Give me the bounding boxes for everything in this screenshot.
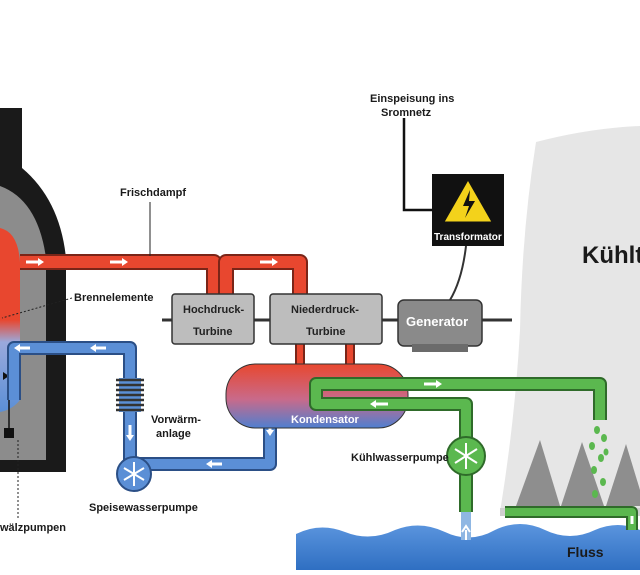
brennelemente-label: Brennelemente bbox=[74, 292, 153, 304]
niederdruck-label-2: Turbine bbox=[306, 326, 346, 338]
lightning-bolt bbox=[463, 190, 475, 218]
condenser-label: Kondensator bbox=[291, 414, 360, 426]
hochdruck-label-1: Hochdruck- bbox=[183, 304, 244, 316]
vorwaerm-label-1: Vorwärm- bbox=[151, 414, 201, 426]
cooling-spray bbox=[589, 426, 609, 498]
niederdruck-turbine bbox=[269, 293, 383, 345]
river bbox=[296, 524, 640, 570]
reactor-pump-block bbox=[4, 428, 14, 438]
vorwaerm-label-2: anlage bbox=[156, 428, 191, 440]
generator-cable bbox=[449, 245, 467, 301]
frischdampf-label: Frischdampf bbox=[120, 187, 186, 199]
cooling-tower-fill-cones bbox=[516, 440, 640, 506]
brennelemente-leader bbox=[1, 297, 73, 319]
einspeisung-label-1: Einspeisung ins bbox=[370, 93, 454, 105]
speisewasserpumpe-label: Speisewasserpumpe bbox=[89, 502, 198, 514]
steam-pipe bbox=[20, 254, 355, 372]
intake-arrow bbox=[461, 524, 471, 540]
cooling-tower-label: Kühlt bbox=[582, 242, 640, 269]
kuehlwasserpumpe-icon bbox=[446, 436, 486, 476]
hochdruck-label-2: Turbine bbox=[193, 326, 233, 338]
hochdruck-turbine bbox=[171, 293, 255, 345]
cooling-water-pipe bbox=[309, 377, 638, 530]
einspeisung-label-2: Sromnetz bbox=[381, 107, 432, 119]
river-label: Fluss bbox=[567, 544, 604, 560]
grid-feed-line bbox=[402, 118, 432, 212]
preheater-coil bbox=[116, 378, 144, 412]
cooling-tower bbox=[500, 126, 640, 512]
umwaelzpumpen-label: wälzpumpen bbox=[0, 522, 66, 534]
generator-base bbox=[412, 344, 468, 352]
kuehlwasserpumpe-label: Kühlwasserpumpe bbox=[351, 452, 449, 464]
niederdruck-label-1: Niederdruck- bbox=[291, 304, 359, 316]
transformator-label: Transformator bbox=[434, 232, 502, 243]
speisewasserpumpe-icon bbox=[116, 456, 152, 492]
generator-label: Generator bbox=[406, 314, 468, 329]
